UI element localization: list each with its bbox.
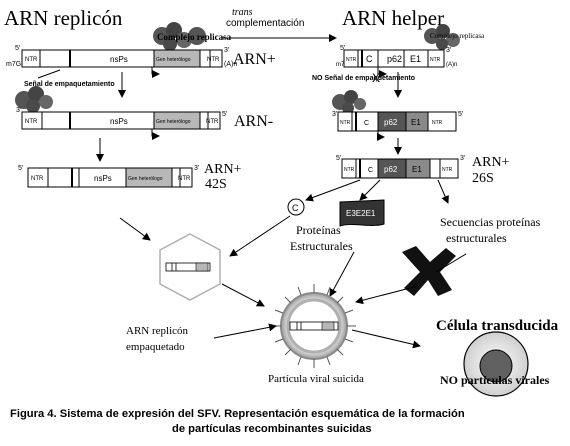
svg-text:3': 3' [332,111,337,118]
arn-plus-label: ARN+ [233,51,276,68]
svg-text:E1: E1 [411,118,421,127]
svg-text:C: C [292,203,299,213]
svg-text:NTR: NTR [207,57,220,63]
svg-text:3': 3' [224,47,229,54]
svg-text:nsPs: nsPs [94,174,112,183]
svg-text:NTR: NTR [31,176,44,182]
blocked-x-icon [402,246,456,296]
svg-text:m7G: m7G [336,62,349,68]
svg-text:NTR: NTR [442,167,453,173]
complementation-label: complementación [226,18,304,29]
suicide-viral-particle [272,284,356,368]
structural-sequences-line2: estructurales [446,231,507,245]
svg-text:3': 3' [16,107,21,114]
helper-minus-strand: 3' NTR C p62 E1 NTR 5' [332,111,463,141]
s26-label: 26S [472,171,494,186]
helper-plus-strand: 5' m7G NTR C p62 E1 NTR 3' (A)n [336,45,457,78]
no-packaging-signal-label: NO Señal de empaquetamiento [312,75,415,82]
svg-text:(A)n: (A)n [224,61,237,68]
no-viral-particles-label: NO partículas virales [440,373,550,387]
packaging-hexagon [159,233,221,301]
helper-26s-strand: 5' NTR C p62 E1 NTR 3' [336,155,465,179]
caption-line1: Figura 4. Sistema de expresión del SFV. … [10,408,465,420]
caption-line2: de partículas recombinantes suicidas [172,423,372,435]
nsps-segment: nsPs [110,55,128,64]
svg-text:Gen heterólogo: Gen heterólogo [128,176,163,182]
svg-text:p62: p62 [384,165,398,174]
svg-text:5': 5' [458,111,463,118]
svg-text:NTR: NTR [344,167,355,173]
e3e2e1-flag [339,199,385,227]
svg-text:5': 5' [18,165,23,172]
packaging-signal-label: Señal de empaquetamiento [24,81,115,88]
svg-text:Gen heterólogo: Gen heterólogo [156,57,191,63]
svg-text:3': 3' [460,155,465,162]
svg-text:3': 3' [194,165,199,172]
svg-text:C: C [364,120,369,127]
svg-text:(A)n: (A)n [446,62,457,68]
structural-sequences-line1: Secuencias proteínas [440,215,541,229]
svg-text:5': 5' [340,45,345,52]
helper-complex-icon [424,24,460,50]
svg-text:NTR: NTR [340,120,351,126]
packaged-replicon-line2: empaquetado [126,341,185,353]
trans-label: trans [232,7,253,18]
svg-text:m7G: m7G [6,61,21,68]
structural-proteins-line1: Proteínas [296,223,341,237]
svg-text:NTR: NTR [432,120,443,126]
svg-text:3': 3' [446,47,451,54]
transduced-cell-label: Célula transducida [436,318,559,334]
e3e2e1-label: E3E2E1 [346,209,376,218]
c-segment: C [366,54,373,64]
svg-text:nsPs: nsPs [110,117,128,126]
transduced-cell [463,331,529,397]
arn-plus-26s-label: ARN+ [472,155,510,170]
replicase-complex-2-icon [15,86,53,113]
capsid-c-icon [287,198,305,216]
replicase-complex-icon [153,22,206,51]
replicon-plus-strand: 5' m7G NTR nsPs Gen heterólogo NTR (A)n … [6,45,237,78]
e1-segment: E1 [410,54,421,64]
svg-text:NTR: NTR [25,119,38,125]
svg-text:C: C [368,167,373,174]
arn-minus-label: ARN- [234,113,273,130]
arn-plus-42s-label: ARN+ [204,162,242,177]
gen-heter-segment [153,49,201,68]
svg-text:5': 5' [222,111,227,118]
ntr-segment: NTR [25,57,38,63]
no-signal-x-icon: X [372,71,380,85]
s42-label: 42S [205,177,227,192]
helper-complex-label: Complejo replicasa [430,32,485,40]
packaged-replicon-line1: ARN replicón [126,325,189,337]
svg-text:NTR: NTR [206,119,219,125]
svg-text:5': 5' [336,155,341,162]
replicon-minus-strand: 3' NTR nsPs Gen heterólogo NTR 5' [16,107,227,140]
svg-text:Gen heterólogo: Gen heterólogo [156,119,191,125]
svg-text:NTR: NTR [346,57,357,63]
structural-proteins-line2: Estructurales [290,239,353,253]
p62-segment: p62 [387,54,402,64]
svg-text:p62: p62 [384,118,398,127]
svg-text:E1: E1 [412,165,422,174]
svg-text:NTR: NTR [178,176,191,182]
replicase-complex-label: Complejo replicasa [157,32,232,42]
svg-text:NTR: NTR [430,57,441,63]
replicon-42s-strand: 5' NTR nsPs Gen heterólogo NTR 3' [18,165,199,188]
helper-complex-2-icon [332,90,366,114]
replicon-heading: ARN replicón [4,6,123,30]
helper-heading: ARN helper [342,6,444,30]
suicide-particle-label: Partícula viral suicida [268,373,364,385]
svg-text:5': 5' [15,45,20,52]
